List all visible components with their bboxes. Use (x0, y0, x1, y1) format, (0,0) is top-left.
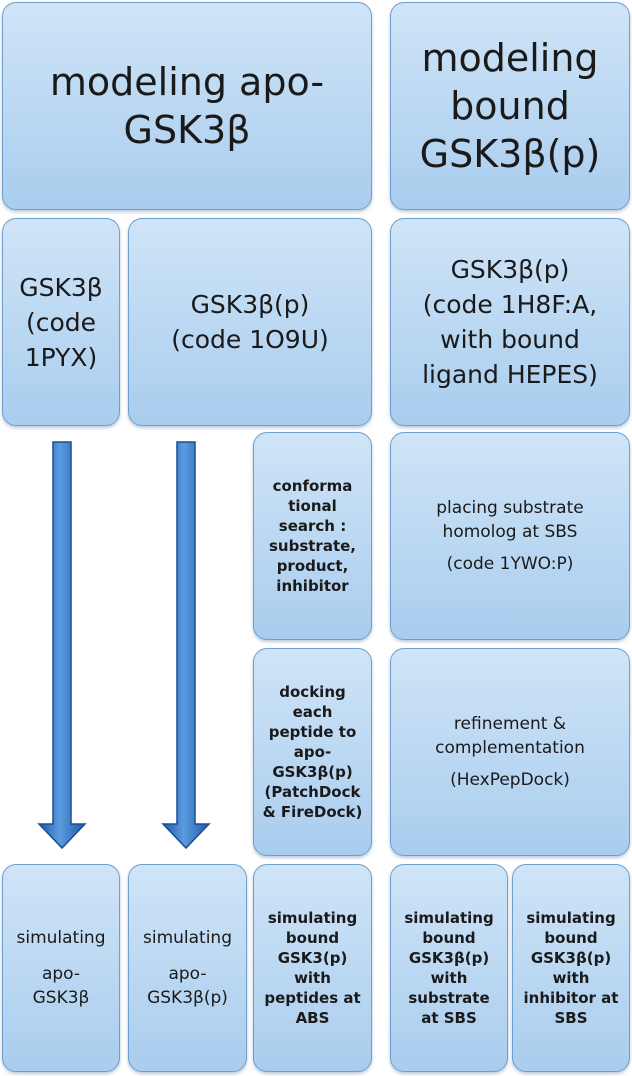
sim-apo-p-line-2: apo- (168, 964, 207, 984)
arrow-down-1pyx (37, 441, 87, 850)
simulating-apo-p-box: simulating apo- GSK3β(p) (128, 864, 247, 1072)
conf-line-6: inhibitor (276, 577, 349, 595)
dock-line-3: peptide to (268, 723, 357, 741)
sim-abs-line-6: ABS (295, 1009, 330, 1027)
placing-line-2: homolog at SBS (442, 522, 578, 542)
sim-abs-line-4: with (294, 969, 331, 987)
header-apo-line-2: GSK3β (123, 108, 251, 152)
struct-1o9u-line-2: (code 1O9U) (171, 325, 329, 354)
dock-line-4: apo- (293, 743, 332, 761)
sim-apo-line-2: apo- (41, 964, 81, 984)
conf-line-4: substrate, (268, 537, 356, 555)
sim-abs-line-1: simulating (267, 909, 358, 927)
sim-apo-line-3: GSK3β (32, 988, 90, 1008)
structure-1o9u-box: GSK3β(p) (code 1O9U) (128, 218, 372, 426)
header-bound-line-3: GSK3β(p) (419, 132, 601, 176)
conf-line-1: conforma (272, 477, 353, 495)
refine-line-1: refinement & (453, 714, 567, 734)
dock-line-6: (PatchDock (264, 783, 361, 801)
struct-1pyx-line-1: GSK3β (19, 272, 103, 302)
simulating-abs-box: simulating bound GSK3(p) with peptides a… (253, 864, 372, 1072)
header-bound-line-2: bound (450, 84, 570, 128)
dock-line-5: GSK3β(p) (272, 763, 353, 781)
struct-1h8f-line-1: GSK3β(p) (450, 255, 570, 284)
placing-substrate-box: placing substrate homolog at SBS (code 1… (390, 432, 630, 640)
sim-apo-line-1: simulating (16, 928, 106, 948)
sim-sub-line-2: bound (422, 929, 476, 947)
structure-1pyx-box: GSK3β (code 1PYX) (2, 218, 120, 426)
refine-line-2: complementation (435, 738, 585, 758)
conf-line-5: product, (276, 557, 349, 575)
placing-line-1: placing substrate (436, 498, 584, 518)
sim-inh-line-4: with (552, 969, 590, 987)
sim-abs-line-2: bound (285, 929, 340, 947)
header-apo-line-1: modeling apo- (49, 60, 325, 104)
simulating-inhibitor-box: simulating bound GSK3β(p) with inhibitor… (512, 864, 630, 1072)
header-modeling-bound: modeling bound GSK3β(p) (390, 2, 630, 210)
conformational-search-box: conforma tional search : substrate, prod… (253, 432, 372, 640)
refine-line-3: (HexPepDock) (450, 770, 570, 790)
struct-1h8f-line-2: (code 1H8F:A, (422, 290, 598, 319)
sim-sub-line-1: simulating (404, 909, 494, 927)
structure-1h8f-box: GSK3β(p) (code 1H8F:A, with bound ligand… (390, 218, 630, 426)
conf-line-3: search : (278, 517, 347, 535)
simulating-substrate-box: simulating bound GSK3β(p) with substrate… (390, 864, 508, 1072)
struct-1pyx-line-2: (code (25, 307, 97, 337)
placing-line-3: (code 1YWO:P) (446, 554, 574, 574)
struct-1o9u-line-1: GSK3β(p) (190, 290, 310, 319)
header-bound-line-1: modeling (421, 36, 599, 80)
arrow-down-1o9u (161, 441, 211, 850)
sim-abs-line-3: GSK3(p) (277, 949, 348, 967)
header-modeling-apo: modeling apo- GSK3β (2, 2, 372, 210)
sim-sub-line-6: at SBS (421, 1009, 477, 1027)
dock-line-7: & FireDock) (262, 803, 363, 821)
sim-abs-line-5: peptides at (264, 989, 361, 1007)
struct-1h8f-line-3: with bound (440, 325, 580, 354)
sim-apo-p-line-1: simulating (142, 928, 232, 948)
sim-inh-line-2: bound (544, 929, 598, 947)
simulating-apo-box: simulating apo- GSK3β (2, 864, 120, 1072)
docking-box: docking each peptide to apo- GSK3β(p) (P… (253, 648, 372, 856)
sim-inh-line-3: GSK3β(p) (530, 949, 612, 967)
dock-line-2: each (292, 703, 333, 721)
sim-sub-line-5: substrate (408, 989, 490, 1007)
sim-sub-line-4: with (430, 969, 468, 987)
conf-line-2: tional (288, 497, 337, 515)
sim-inh-line-1: simulating (526, 909, 616, 927)
struct-1h8f-line-4: ligand HEPES) (422, 360, 598, 389)
dock-line-1: docking (279, 683, 346, 701)
sim-inh-line-6: SBS (554, 1009, 588, 1027)
struct-1pyx-line-3: 1PYX) (24, 342, 98, 372)
sim-inh-line-5: inhibitor at (523, 989, 619, 1007)
sim-apo-p-line-3: GSK3β(p) (147, 988, 228, 1008)
refinement-box: refinement & complementation (HexPepDock… (390, 648, 630, 856)
sim-sub-line-3: GSK3β(p) (408, 949, 490, 967)
